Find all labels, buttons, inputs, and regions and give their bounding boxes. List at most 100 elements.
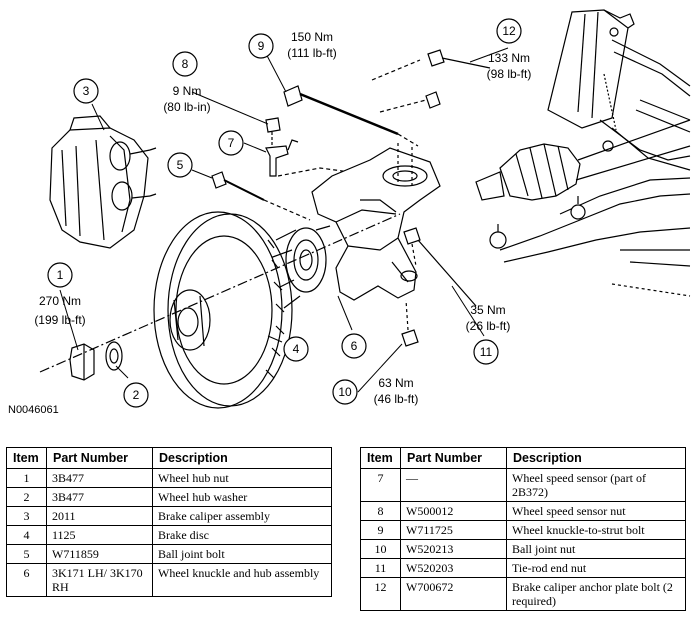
callout-1-torque: 270 Nm [39,294,81,308]
table-row: 5 W711859 Ball joint bolt [6,544,332,564]
table-row: 4 1125 Brake disc [6,525,332,545]
cell-item: 4 [6,525,47,545]
exploded-view-diagram: 1 270 Nm (199 lb-ft) 2 3 4 5 6 7 8 9 Nm … [34,9,691,409]
cell-part-number: W520213 [400,539,507,559]
callout-12: 12 133 Nm (98 lb-ft) [487,18,532,81]
cell-description: Brake caliper anchor plate bolt (2 requi… [506,577,686,611]
table-row: 2 3B477 Wheel hub washer [6,487,332,507]
callout-5: 5 [167,152,193,178]
cell-description: Wheel speed sensor nut [506,501,686,521]
col-header-description: Description [152,447,332,469]
cell-description: Wheel knuckle-to-strut bolt [506,520,686,540]
brake-disc [153,211,293,409]
cell-part-number: W711859 [46,544,153,564]
brake-caliper [49,115,157,249]
callout-1: 1 270 Nm (199 lb-ft) [34,262,86,327]
cell-item: 3 [6,506,47,526]
table-row: 3 2011 Brake caliper assembly [6,506,332,526]
table-row: 12 W700672 Brake caliper anchor plate bo… [360,577,686,611]
cell-description: Ball joint bolt [152,544,332,564]
figure-id: N0046061 [8,404,59,416]
cell-description: Wheel hub nut [152,468,332,488]
cell-description: Wheel speed sensor (part of 2B372) [506,468,686,502]
lower-control-arm [489,177,691,297]
callout-11-torque-alt: (26 lb-ft) [466,319,511,333]
callout-4-number: 4 [293,342,300,356]
cell-item: 6 [6,563,47,597]
callout-10-torque: 63 Nm [378,376,413,390]
parts-table-right: Item Part Number Description 7 — Wheel s… [360,447,686,611]
callout-12-torque: 133 Nm [488,51,530,65]
col-header-part-number: Part Number [46,447,153,469]
col-header-part-number: Part Number [400,447,507,469]
callout-3: 3 [73,78,99,104]
callout-12-number: 12 [502,24,516,38]
callout-7: 7 [218,130,244,156]
callout-11-number: 11 [480,345,493,359]
cell-part-number: 3B477 [46,487,153,507]
col-header-item: Item [360,447,401,469]
table-header-row: Item Part Number Description [360,447,686,469]
callout-8-torque-alt: (80 lb-in) [163,100,210,114]
col-header-item: Item [6,447,47,469]
tie-rod-end-nut [403,227,477,307]
callout-2-number: 2 [133,388,140,402]
callout-1-number: 1 [57,268,64,282]
table-row: 9 W711725 Wheel knuckle-to-strut bolt [360,520,686,540]
cell-item: 5 [6,544,47,564]
cell-item: 10 [360,539,401,559]
cell-part-number: 1125 [46,525,153,545]
table-row: 6 3K171 LH/ 3K170 RH Wheel knuckle and h… [6,563,332,597]
table-row: 11 W520203 Tie-rod end nut [360,558,686,578]
cell-description: Ball joint nut [506,539,686,559]
cell-item: 1 [6,468,47,488]
callout-10: 10 63 Nm (46 lb-ft) [332,376,418,406]
col-header-description: Description [506,447,686,469]
cell-description: Wheel knuckle and hub assembly [152,563,332,597]
callout-9-torque-alt: (111 lb-ft) [287,46,337,60]
cell-part-number: W500012 [400,501,507,521]
table-row: 7 — Wheel speed sensor (part of 2B372) [360,468,686,502]
wheel-knuckle [311,140,441,301]
cell-part-number: W520203 [400,558,507,578]
callout-11: 11 35 Nm (26 lb-ft) [466,303,511,365]
strut-assembly [547,9,691,171]
anchor-plate-bolts [371,49,491,113]
callout-9-torque: 150 Nm [291,30,333,44]
callout-7-number: 7 [228,136,235,150]
cell-part-number: W711725 [400,520,507,540]
cell-description: Brake caliper assembly [152,506,332,526]
callout-6: 6 [341,333,367,359]
callout-9-number: 9 [258,39,265,53]
callout-8-number: 8 [182,57,189,71]
cell-part-number: W700672 [400,577,507,611]
cv-axle [475,119,691,201]
table-row: 8 W500012 Wheel speed sensor nut [360,501,686,521]
cell-part-number: 3K171 LH/ 3K170 RH [46,563,153,597]
table-row: 1 3B477 Wheel hub nut [6,468,332,488]
callout-4: 4 [283,336,309,362]
cell-item: 11 [360,558,401,578]
callout-3-number: 3 [83,84,90,98]
cell-item: 7 [360,468,401,502]
callout-2: 2 [123,382,149,408]
callout-12-torque-alt: (98 lb-ft) [487,67,532,81]
callout-1-torque-alt: (199 lb-ft) [34,313,85,327]
callout-10-number: 10 [338,385,352,399]
callout-8-torque: 9 Nm [173,84,202,98]
table-row: 10 W520213 Ball joint nut [360,539,686,559]
callout-11-torque: 35 Nm [470,303,505,317]
cell-item: 12 [360,577,401,611]
axis-centerline [39,257,301,373]
cell-item: 2 [6,487,47,507]
wheel-speed-sensor [265,139,351,177]
cell-description: Tie-rod end nut [506,558,686,578]
callout-5-number: 5 [177,158,184,172]
callout-6-number: 6 [351,339,358,353]
leader-lines [59,45,509,393]
ball-joint-bolt [211,171,311,221]
cell-part-number: — [400,468,507,502]
parts-table-left: Item Part Number Description 1 3B477 Whe… [6,447,332,597]
cell-part-number: 2011 [46,506,153,526]
cell-item: 9 [360,520,401,540]
